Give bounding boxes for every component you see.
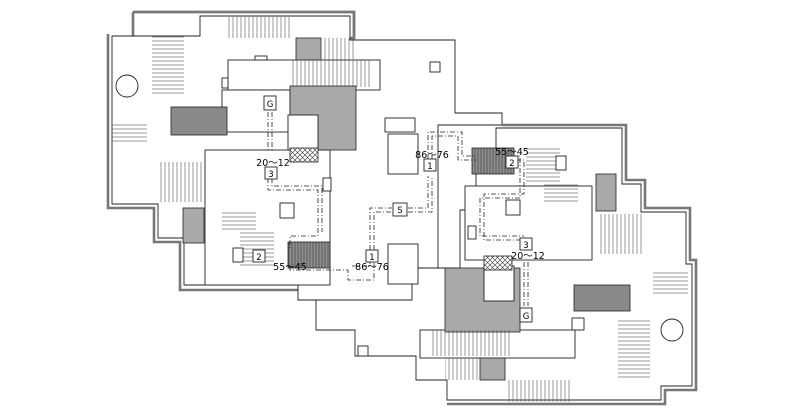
left-shaft-2 [384,117,416,133]
left-round-feature [115,74,139,98]
marker-3-left-box [264,166,278,180]
marker-g-right-box [519,307,533,323]
left-small-square [279,202,295,219]
route-right-lower [523,262,529,306]
left-stair-mid [222,212,256,232]
markers: G 20～12 3 2 55～45 1 86～76 S 86～76 1 55～4… [252,95,545,323]
right-stair-east [653,272,688,294]
route-lines [267,112,529,306]
left-shaft-4 [221,77,229,89]
left-cross-box [289,147,319,163]
right-shaft [387,243,419,285]
left-dark-block-c [295,37,322,61]
label-86-76-left: 86～76 [355,262,389,273]
right-dark-block-c [479,357,506,381]
left-stair-top-2 [290,60,372,87]
left-dark-block-b [170,106,228,136]
left-small-sq-3 [322,177,332,192]
left-stair-top [227,17,291,38]
left-dark-block-d [182,207,205,244]
marker-2-left: 2 [256,253,261,263]
left-room-b [221,89,291,133]
right-small-square-2 [357,345,369,357]
right-outer-wall [447,123,698,406]
right-wing [315,123,698,406]
marker-s: S [397,206,402,216]
marker-1-right: 1 [427,162,432,172]
right-stair-center [445,358,479,380]
route-left-upper [267,112,323,250]
right-stair-east-2 [598,214,643,254]
left-shaft-3 [254,55,268,61]
route-right-upper [479,155,525,241]
route-center [369,131,476,250]
marker-3-right-box [519,237,533,251]
marker-1-left-box [365,249,379,263]
route-left-lower [289,262,375,281]
marker-3-right: 3 [523,241,528,251]
label-20-12-left: 20～12 [256,158,290,169]
left-outer-wall-path [106,10,356,292]
label-55-45-right: 55～45 [495,147,529,158]
left-dark-stair [287,241,331,269]
marker-g-right: G [523,312,530,322]
right-cross-box [483,255,513,271]
right-stair-mid [544,184,578,204]
right-tab [555,155,567,171]
marker-1-right-box [423,158,437,172]
left-stair-left [152,36,184,94]
marker-2-right-box [505,155,519,169]
left-stair-center [320,38,354,60]
label-86-76-right: 86～76 [415,150,449,161]
marker-g-left: G [267,100,274,110]
marker-3-left: 3 [268,170,273,180]
right-dark-block-b [573,284,631,312]
marker-2-right: 2 [509,159,514,169]
left-tab [232,247,244,263]
marker-s-box [392,202,408,217]
right-court-inner [483,265,515,302]
right-stair-north [526,148,560,184]
right-shaft-2 [571,317,585,331]
right-stair-bottom [507,380,571,402]
left-court-inner [287,114,319,151]
left-stair-west-2 [158,162,203,202]
right-stair-right [618,320,650,378]
label-55-45-left: 55～45 [273,262,307,273]
right-round-feature [660,318,684,342]
left-shaft [387,133,419,175]
label-20-12-right: 20～12 [511,251,545,262]
marker-2-left-box [252,249,266,263]
left-wing [106,10,503,301]
right-small-sq-3 [467,225,477,240]
left-small-square-2 [429,61,441,73]
right-stair-bottom-2 [430,330,512,356]
right-dark-block-d [595,173,617,212]
left-stair-west [112,122,147,144]
marker-g-left-box [263,95,277,111]
marker-1-left: 1 [369,253,374,263]
right-small-square [505,199,521,216]
